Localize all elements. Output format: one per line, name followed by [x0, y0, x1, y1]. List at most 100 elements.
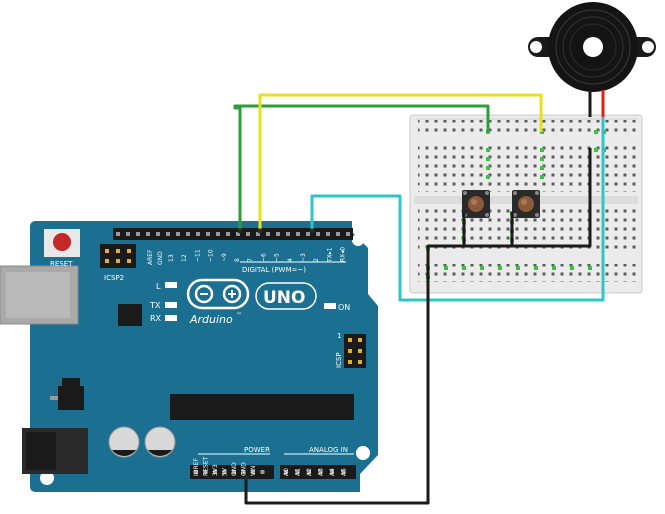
analog-header	[280, 465, 356, 479]
capacitor-2	[144, 426, 176, 458]
digital-pin-label-5: 8	[234, 258, 241, 262]
header-pin	[241, 470, 246, 474]
wires	[233, 93, 605, 505]
digital-pin-label-6: 7	[247, 258, 254, 262]
header-pin	[176, 232, 180, 236]
arduino-logo	[186, 278, 250, 310]
header-pin	[194, 470, 198, 474]
power-pin-label-3: 5V	[222, 467, 229, 476]
digital-pin-label-13: RX◂0	[340, 247, 347, 262]
breadboard-upper-terminals	[418, 146, 636, 192]
header-pin	[136, 232, 140, 236]
header-pin	[296, 232, 300, 236]
header-pin	[203, 470, 208, 474]
uno-badge	[255, 282, 317, 310]
power-header	[190, 465, 274, 479]
header-pin	[307, 470, 311, 474]
header-pin	[156, 232, 160, 236]
digital-pin-label-0: 13	[168, 254, 175, 262]
header-pin	[336, 232, 340, 236]
led-l-label: L	[156, 282, 161, 291]
wire-green	[233, 104, 490, 230]
header-pin	[306, 232, 310, 236]
header-pin	[166, 232, 170, 236]
header-pin	[251, 470, 255, 474]
digital-pin-label-12: TX▸1	[326, 247, 333, 263]
header-pin	[186, 232, 190, 236]
icsp-header	[344, 334, 366, 368]
header-pin	[330, 470, 334, 474]
usb-port	[0, 265, 79, 325]
header-pin	[126, 232, 130, 236]
analog-pin-label-2: A2	[306, 468, 313, 476]
header-pin	[206, 232, 210, 236]
icsp2-header	[100, 244, 136, 268]
piezo-buzzer	[528, 2, 656, 117]
header-pin	[226, 232, 230, 236]
wire-cyan-pin3	[310, 117, 605, 302]
header-pin	[326, 232, 330, 236]
wire-yellow	[258, 93, 543, 230]
digital-header	[113, 228, 353, 240]
power-jack	[22, 428, 88, 474]
icsp2-label: ICSP2	[104, 274, 124, 282]
header-pin	[286, 232, 290, 236]
microcontroller-chip	[170, 394, 354, 420]
digital-pin-label-1: 12	[181, 254, 188, 262]
analog-label: ANALOG IN	[309, 446, 348, 454]
power-pin-label-0: IOREF	[193, 458, 200, 476]
icsp-pin-one: 1	[337, 332, 341, 340]
header-pin	[284, 470, 288, 474]
header-pin	[246, 232, 250, 236]
on-label: ON	[338, 303, 350, 312]
digital-pin-label-4: ~9	[221, 253, 228, 262]
power-pin-label-4: GND	[231, 462, 238, 476]
digital-pin-label-3: ~10	[208, 249, 215, 262]
header-pin	[316, 232, 320, 236]
header-pin	[318, 470, 323, 474]
power-pin-label-5: GND	[241, 462, 248, 476]
analog-pin-label-3: A3	[318, 468, 325, 476]
reset-button	[44, 229, 80, 257]
breadboard-bottom-rail	[418, 264, 636, 282]
uno-label: UNO	[263, 288, 305, 308]
tm-label: ™	[236, 312, 242, 319]
digital-pin-label-7: ~6	[260, 253, 267, 262]
digital-pin-label-8: ~5	[274, 253, 281, 262]
power-label: POWER	[244, 446, 270, 454]
digital-pin-label-10: ~3	[300, 253, 307, 262]
icsp-label: ICSP	[335, 352, 343, 368]
wire-black-ground	[244, 148, 592, 505]
capacitor-1	[108, 426, 140, 458]
breadboard-top-rail	[418, 120, 636, 136]
header-pin	[295, 470, 300, 474]
header-pin	[276, 232, 280, 236]
header-pin	[222, 470, 227, 474]
gnd-label: GND	[157, 251, 164, 265]
digital-pin-label-11: 2	[313, 258, 320, 262]
header-pin	[116, 232, 120, 236]
led-on	[324, 303, 336, 309]
power-pin-label-1: RESET	[203, 456, 210, 476]
analog-pin-label-4: A4	[329, 468, 336, 476]
aref-label: AREF	[147, 249, 154, 265]
header-pin	[146, 232, 150, 236]
header-pin	[266, 232, 270, 236]
led-l	[165, 282, 177, 288]
power-pin-label-6: VIN	[250, 466, 257, 476]
analog-pin-label-1: A1	[295, 468, 302, 476]
brand-label: Arduino	[189, 313, 233, 326]
digital-label: DIGITAL (PWM=~)	[242, 266, 306, 274]
digital-pin-label-9: 4	[287, 258, 294, 262]
header-pin	[256, 232, 260, 236]
analog-pin-label-5: A5	[341, 468, 348, 476]
usb-chip	[118, 304, 142, 326]
led-tx	[165, 302, 177, 308]
header-pin	[341, 470, 346, 474]
led-tx-label: TX	[149, 301, 161, 310]
